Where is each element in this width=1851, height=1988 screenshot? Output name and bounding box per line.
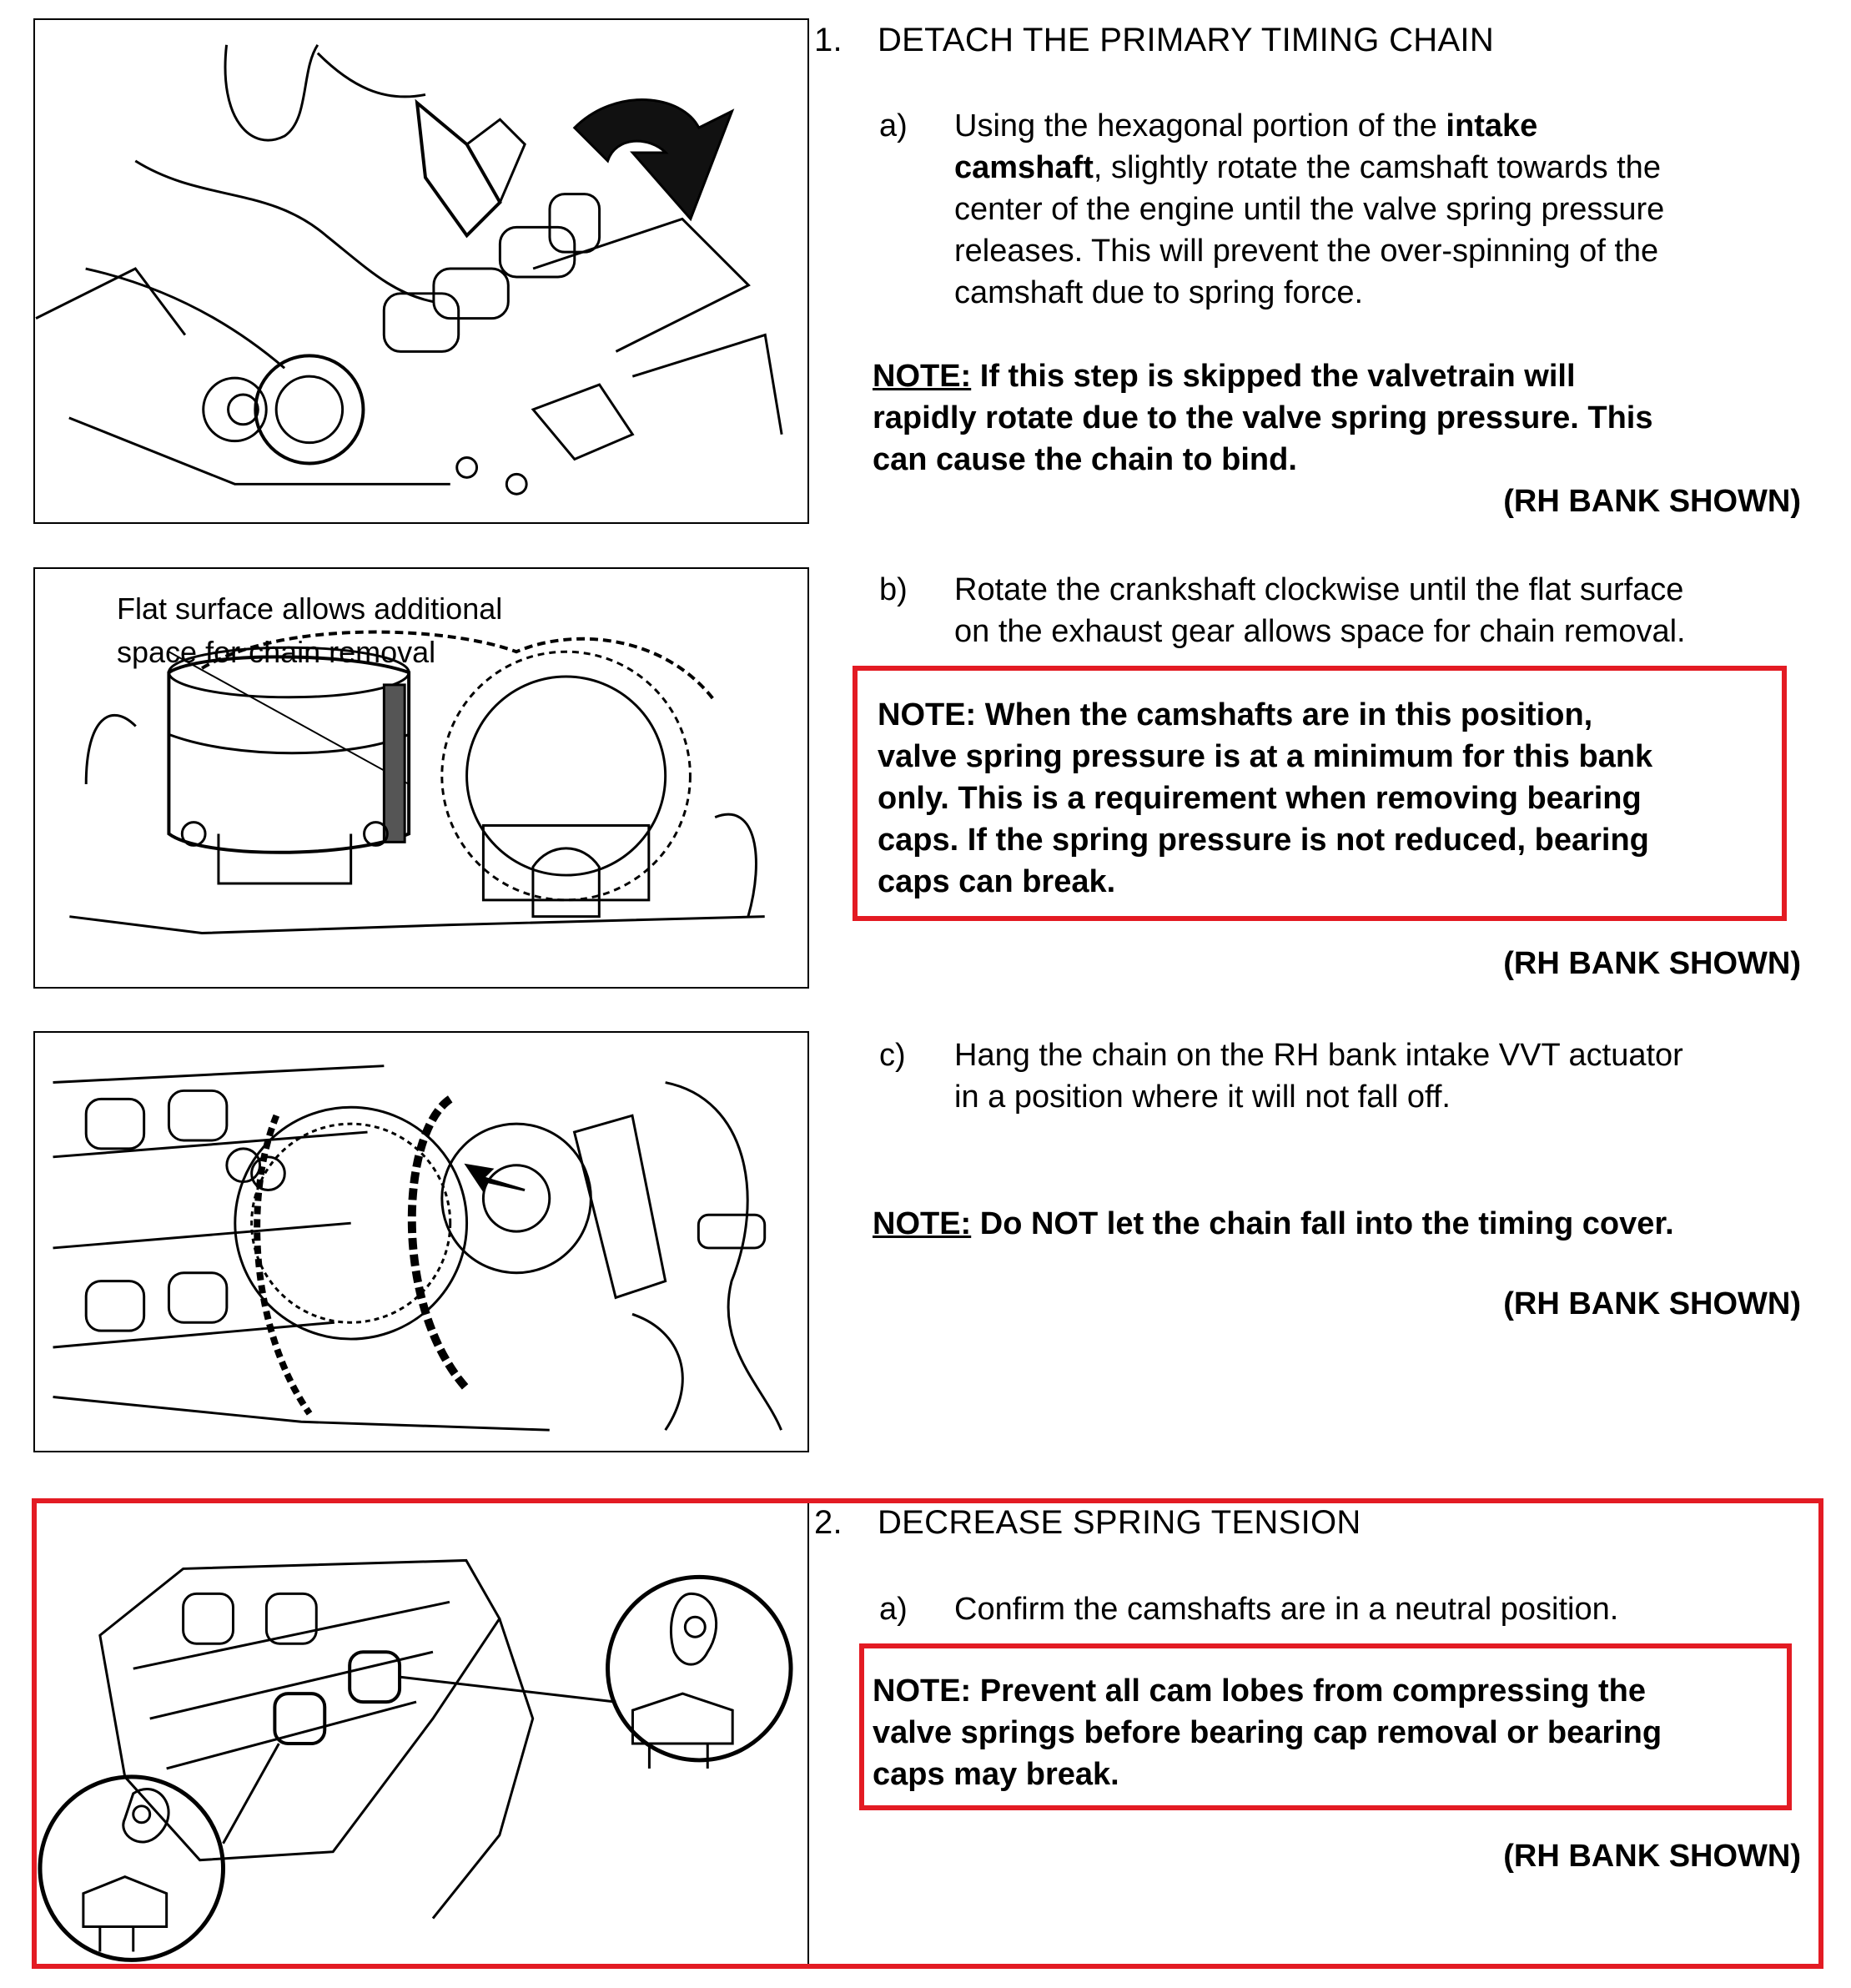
step-label: b): [879, 572, 908, 607]
section-1-heading: 1. DETACH THE PRIMARY TIMING CHAIN: [814, 22, 1494, 59]
step-label: a): [879, 1592, 908, 1627]
note-line: caps may break.: [873, 1757, 1119, 1792]
note-prefix: NOTE:: [873, 1206, 972, 1241]
section-2-number: 2.: [814, 1504, 843, 1541]
section-2-highlight-box: [32, 1498, 1823, 1969]
step-1a-line: Using the hexagonal portion of the: [954, 108, 1446, 143]
note-1b: NOTE: When the camshafts are in this pos…: [878, 694, 1787, 903]
step-1c-line: Hang the chain on the RH bank intake VVT…: [954, 1038, 1683, 1073]
step-label: c): [879, 1038, 906, 1073]
step-2a-text: Confirm the camshafts are in a neutral p…: [954, 1592, 1619, 1627]
note-line: valve springs before bearing cap removal…: [873, 1715, 1662, 1750]
step-label: a): [879, 108, 908, 143]
note-2a-highlight-box: [859, 1643, 1792, 1810]
section-2-heading: 2. DECREASE SPRING TENSION: [814, 1504, 1361, 1542]
note-1a: NOTE: If this step is skipped the valvet…: [873, 355, 1815, 481]
rh-bank-label: (RH BANK SHOWN): [1503, 1839, 1801, 1874]
step-1a-line: releases. This will prevent the over-spi…: [954, 234, 1659, 269]
figure-cam-lobes-neutral: [33, 1502, 809, 1967]
section-2-title: DECREASE SPRING TENSION: [878, 1504, 1361, 1541]
note-line: rapidly rotate due to the valve spring p…: [873, 400, 1653, 435]
note-1c: NOTE: Do NOT let the chain fall into the…: [873, 1203, 1823, 1245]
step-1a-line: , slightly rotate the camshaft towards t…: [1093, 150, 1661, 185]
rh-bank-label: (RH BANK SHOWN): [1503, 484, 1801, 519]
step-1c-text: Hang the chain on the RH bank intake VVT…: [954, 1034, 1683, 1118]
figure-wrench-camshaft: [33, 18, 809, 524]
note-line: caps can break.: [878, 864, 1116, 899]
step-1b-line: on the exhaust gear allows space for cha…: [954, 614, 1686, 649]
note-line: Do NOT let the chain fall into the timin…: [971, 1206, 1674, 1241]
callout-line-2: space for chain removal: [117, 635, 436, 669]
note-line: only. This is a requirement when removin…: [878, 781, 1642, 816]
step-1a-bold: camshaft: [954, 150, 1094, 185]
note-line: NOTE: When the camshafts are in this pos…: [878, 697, 1593, 732]
rh-bank-label: (RH BANK SHOWN): [1503, 1286, 1801, 1321]
step-1b-line: Rotate the crankshaft clockwise until th…: [954, 572, 1684, 607]
note-line: If this step is skipped the valvetrain w…: [971, 359, 1576, 394]
callout-line-1: Flat surface allows additional: [117, 591, 503, 626]
note-1b-highlight-box: [853, 666, 1787, 921]
section-1-number: 1.: [814, 22, 843, 58]
figure-callout: Flat surface allows additional space for…: [117, 587, 617, 674]
note-2a: NOTE: Prevent all cam lobes from compres…: [873, 1670, 1790, 1795]
note-line: caps. If the spring pressure is not redu…: [878, 823, 1649, 858]
figure-flat-surface-gear: Flat surface allows additional space for…: [33, 567, 809, 989]
step-1a-line: camshaft due to spring force.: [954, 275, 1364, 310]
step-1a-bold: intake: [1446, 108, 1538, 143]
note-line: can cause the chain to bind.: [873, 442, 1297, 477]
step-1b-text: Rotate the crankshaft clockwise until th…: [954, 569, 1686, 652]
step-1a-line: center of the engine until the valve spr…: [954, 192, 1665, 227]
step-1a-text: Using the hexagonal portion of the intak…: [954, 105, 1664, 314]
note-line: valve spring pressure is at a minimum fo…: [878, 739, 1653, 774]
section-1-title: DETACH THE PRIMARY TIMING CHAIN: [878, 22, 1495, 58]
note-line: NOTE: Prevent all cam lobes from compres…: [873, 1673, 1647, 1709]
figure-chain-on-actuator: [33, 1031, 809, 1452]
note-prefix: NOTE:: [873, 359, 972, 394]
step-1c-line: in a position where it will not fall off…: [954, 1080, 1451, 1115]
rh-bank-label: (RH BANK SHOWN): [1503, 946, 1801, 981]
